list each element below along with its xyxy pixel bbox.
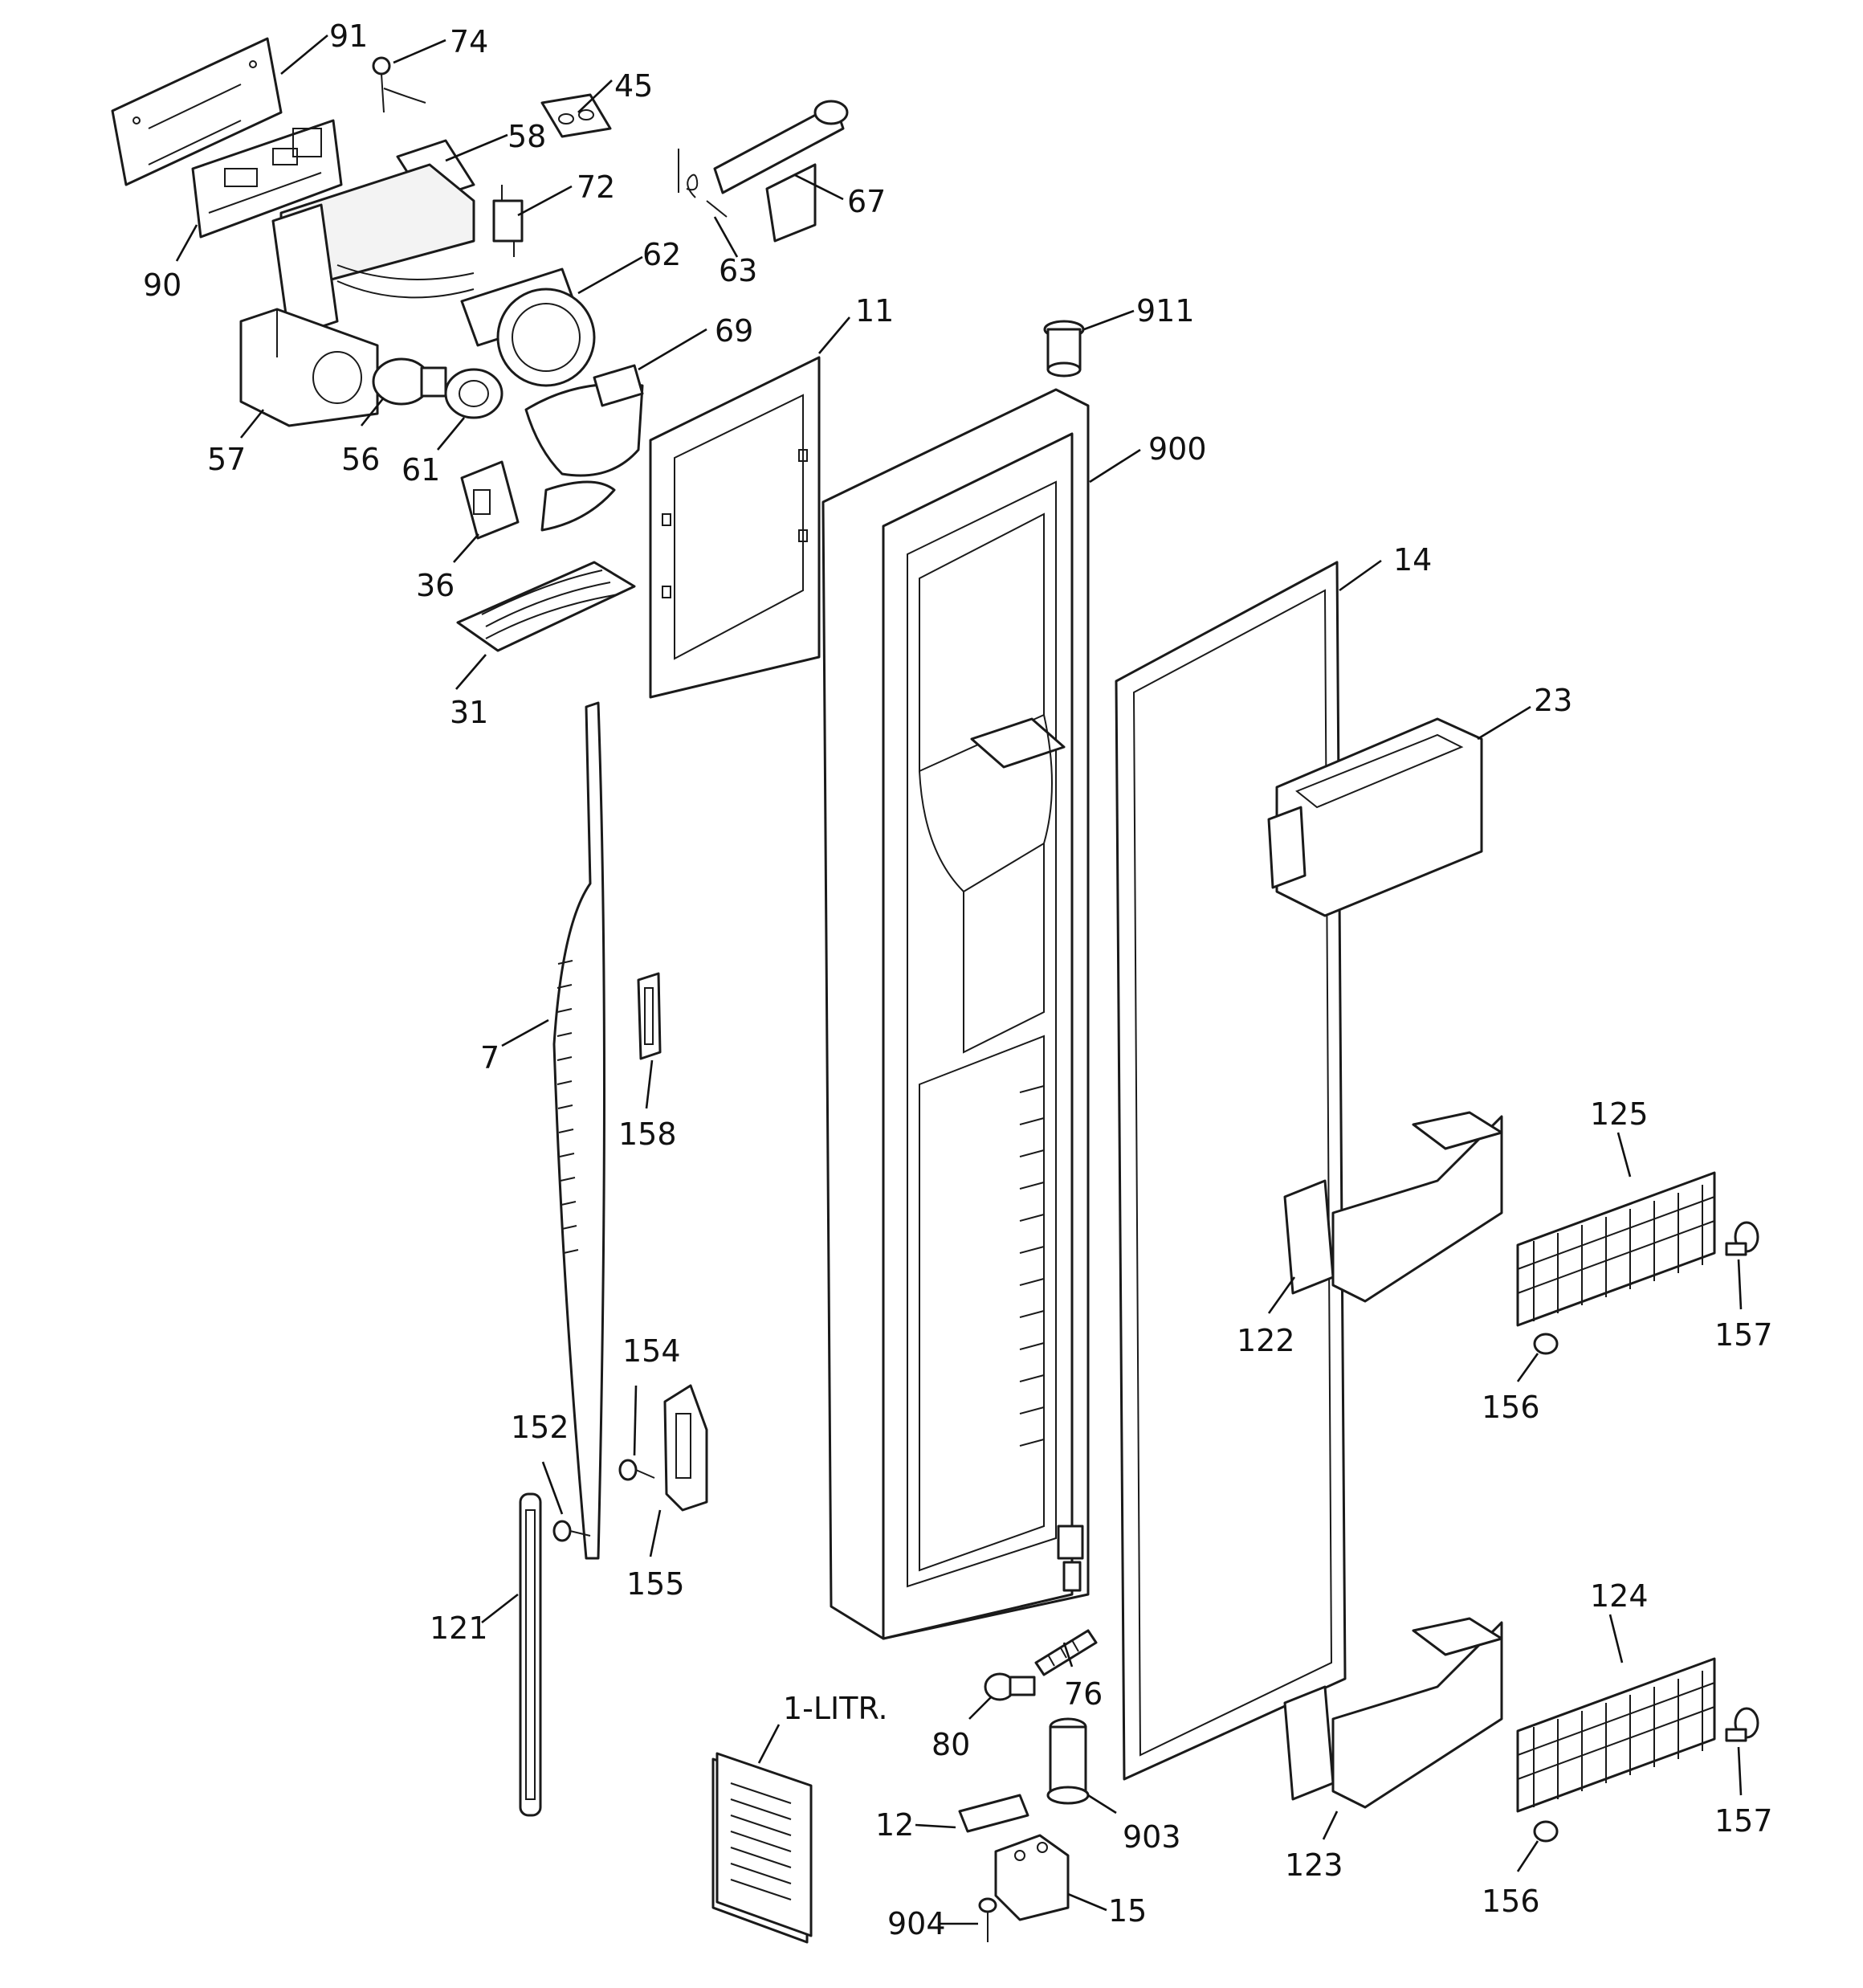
part-58-dispenser-housing (271, 139, 475, 339)
part-125-wire-basket (1516, 1171, 1716, 1327)
callout-121: 121 (430, 1610, 488, 1646)
part-156-fastener-lower (1533, 1820, 1559, 1843)
part-23-door-bin (1267, 717, 1483, 917)
callout-72: 72 (577, 169, 615, 205)
part-15-hinge (994, 1834, 1070, 1921)
callout-911: 911 (1136, 293, 1195, 329)
callout-11: 11 (855, 293, 894, 329)
callout-76: 76 (1064, 1676, 1103, 1712)
part-152-screw (552, 1520, 591, 1542)
part-69-chute-door (524, 364, 644, 532)
callout-7: 7 (480, 1040, 499, 1076)
part-91-panel-plate (111, 37, 283, 186)
callout-154: 154 (622, 1333, 681, 1369)
leader-lines (175, 34, 1743, 1925)
part-72-switch (492, 185, 524, 257)
callout-157-upper: 157 (1714, 1317, 1773, 1353)
callout-157-lower: 157 (1714, 1803, 1773, 1839)
callout-58: 58 (508, 119, 546, 154)
callout-69: 69 (715, 313, 753, 349)
callout-67: 67 (847, 184, 886, 219)
part-80-fitting (984, 1672, 1036, 1701)
part-14-door-gasket (1115, 561, 1347, 1781)
callout-900: 900 (1148, 431, 1207, 467)
part-123-door-bin (1283, 1617, 1503, 1809)
part-water-fitting (1057, 1525, 1084, 1592)
part-45-bracket (540, 93, 612, 138)
callout-904: 904 (887, 1906, 946, 1941)
part-156-fastener-upper (1533, 1333, 1559, 1355)
part-157-fastener-lower (1725, 1707, 1759, 1742)
part-158-clip (637, 972, 662, 1060)
callout-63: 63 (719, 253, 757, 288)
callout-15: 15 (1108, 1893, 1147, 1929)
callout-90: 90 (143, 267, 181, 303)
part-124-wire-basket (1516, 1657, 1716, 1813)
callout-152: 152 (511, 1410, 569, 1445)
callout-12: 12 (875, 1807, 914, 1843)
callout-158: 158 (618, 1116, 677, 1152)
part-63-spring (678, 149, 728, 218)
part-900-freezer-door (821, 388, 1090, 1640)
part-903-tube (1046, 1717, 1090, 1805)
callout-14: 14 (1393, 542, 1432, 578)
part-36-block (460, 460, 520, 540)
callout-124: 124 (1590, 1578, 1649, 1614)
part-31-grille (456, 561, 636, 652)
part-61-coupler (444, 368, 503, 419)
callout-31: 31 (450, 695, 488, 730)
callout-1-litr: 1-LITR. (783, 1691, 888, 1726)
part-57-motor-housing (239, 308, 379, 427)
part-121-handle-trim (519, 1492, 542, 1817)
callout-122: 122 (1237, 1323, 1295, 1358)
callout-74: 74 (450, 24, 488, 59)
callout-156-lower: 156 (1482, 1884, 1540, 1919)
part-155-hinge-bracket (663, 1384, 708, 1512)
callout-61: 61 (402, 452, 440, 488)
part-62-chute-ring (460, 267, 596, 387)
part-11-dispenser-frame (649, 356, 821, 699)
part-154-screw (618, 1459, 655, 1481)
part-157-fastener-upper (1725, 1221, 1759, 1256)
callout-36: 36 (416, 568, 455, 603)
callout-125: 125 (1590, 1096, 1649, 1132)
callout-23: 23 (1534, 683, 1572, 718)
callout-45: 45 (614, 68, 653, 104)
part-67-arm-bracket (713, 100, 849, 243)
part-911-cap (1043, 320, 1085, 378)
part-904-screw (978, 1897, 997, 1942)
part-76-tube (1034, 1629, 1098, 1676)
callout-80: 80 (932, 1727, 970, 1762)
callout-91: 91 (329, 18, 368, 54)
callout-155: 155 (626, 1566, 685, 1602)
part-74-wire (372, 56, 426, 113)
part-122-door-bin (1283, 1111, 1503, 1303)
callout-62: 62 (642, 237, 681, 272)
callout-903: 903 (1123, 1819, 1181, 1855)
callout-56: 56 (341, 442, 380, 477)
part-12-plate (958, 1794, 1029, 1833)
part-56-motor (372, 357, 447, 406)
callout-labels: 91 74 45 58 72 67 63 90 62 69 11 911 57 … (143, 18, 1773, 1941)
part-literature-booklet (711, 1752, 813, 1944)
part-7-door-handle (552, 701, 605, 1560)
callout-123: 123 (1285, 1847, 1343, 1883)
callout-57: 57 (207, 442, 246, 477)
part-90-control-board (191, 119, 343, 239)
callout-156-upper: 156 (1482, 1390, 1540, 1425)
